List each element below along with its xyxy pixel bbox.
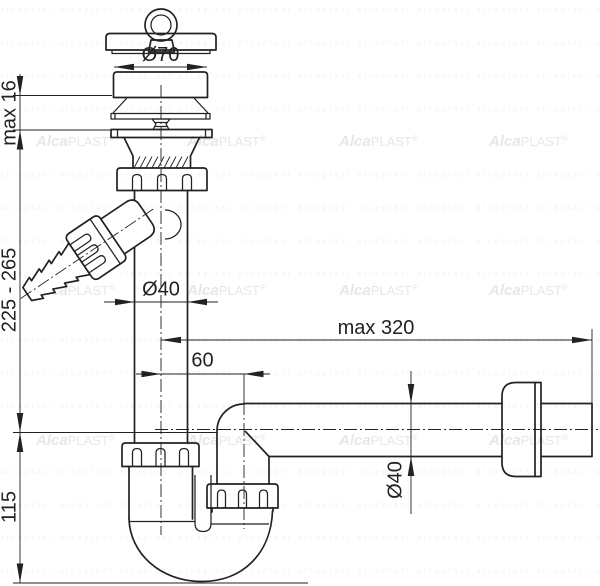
elbow-outer bbox=[216, 403, 245, 485]
micro-watermark-row: alcaplast alcaplast alcaplast alcaplast … bbox=[0, 205, 600, 212]
label-trap-depth: 115 bbox=[0, 491, 21, 523]
plug-cap bbox=[105, 32, 217, 51]
plug-cap-lip bbox=[111, 50, 211, 55]
plug-ring-outer bbox=[144, 8, 178, 42]
dimension-annotations: Ø70 max 16 225 - 265 115 Ø40 max 320 60 … bbox=[0, 44, 593, 584]
brand-watermark: AlcaPLAST® bbox=[35, 133, 115, 150]
union-nut-top-slots bbox=[131, 173, 193, 191]
micro-watermark-row: alcaplast alcaplast alcaplast alcaplast … bbox=[0, 106, 600, 113]
flange-body bbox=[112, 71, 209, 99]
connector-mouth-arc bbox=[164, 209, 182, 240]
arrowhead bbox=[407, 384, 415, 404]
arrowhead bbox=[161, 336, 181, 344]
arrowhead bbox=[16, 432, 24, 452]
trap-cup-inlet bbox=[128, 465, 194, 520]
plug-ring-inner bbox=[150, 14, 172, 36]
trap-cup-outlet bbox=[211, 507, 274, 513]
waste-flange-assembly bbox=[110, 71, 213, 192]
drain-plug bbox=[105, 8, 217, 55]
brand-watermark: AlcaPLAST® bbox=[488, 133, 568, 150]
watermark-layer: alcaplast alcaplast alcaplast alcaplast … bbox=[0, 7, 600, 575]
outlet-pipe-walls bbox=[243, 402, 593, 458]
micro-watermark-row: alcaplast alcaplast alcaplast alcaplast … bbox=[0, 271, 600, 278]
connector-axis-centerline bbox=[18, 208, 154, 301]
arrowhead bbox=[115, 298, 135, 306]
lower-plate-tabs bbox=[116, 129, 207, 138]
micro-watermark-row: alcaplast alcaplast alcaplast alcaplast … bbox=[0, 502, 600, 509]
upper-plate-tabs bbox=[114, 113, 207, 119]
washing-machine-connector bbox=[18, 199, 156, 302]
trap-nut-inlet-slots bbox=[131, 447, 190, 467]
arrowhead bbox=[244, 370, 264, 378]
arrowhead bbox=[16, 413, 24, 433]
micro-watermark-row: alcaplast alcaplast alcaplast alcaplast … bbox=[0, 40, 600, 47]
trap-inner-edges bbox=[130, 520, 269, 525]
label-inlet-pipe-diameter: Ø40 bbox=[142, 279, 180, 301]
label-stopper-diameter: Ø70 bbox=[142, 44, 180, 66]
upper-washer-plate bbox=[110, 112, 211, 120]
trap-assembly bbox=[121, 442, 279, 583]
micro-watermark-row: alcaplast alcaplast alcaplast alcaplast … bbox=[0, 238, 600, 245]
trap-nut-outlet-slots bbox=[216, 489, 269, 508]
connector-body bbox=[99, 199, 156, 256]
micro-watermark-row: alcaplast alcaplast alcaplast alcaplast … bbox=[0, 7, 600, 14]
label-inlet-height-range: 225 - 265 bbox=[0, 248, 21, 333]
arrowhead bbox=[187, 298, 207, 306]
micro-watermark-row: alcaplast alcaplast alcaplast alcaplast … bbox=[0, 370, 600, 377]
arrowhead bbox=[114, 63, 134, 71]
brand-watermark: AlcaPLAST® bbox=[488, 432, 568, 449]
arrowhead bbox=[572, 336, 592, 344]
micro-watermark-row: alcaplast alcaplast alcaplast alcaplast … bbox=[0, 337, 600, 344]
brand-watermark: AlcaPLAST® bbox=[488, 282, 568, 299]
thread-hatch bbox=[133, 156, 189, 169]
micro-watermark-row: alcaplast alcaplast alcaplast alcaplast … bbox=[0, 535, 600, 542]
micro-watermark-row: alcaplast alcaplast alcaplast alcaplast … bbox=[0, 568, 600, 575]
trap-u-bend bbox=[128, 510, 274, 583]
micro-watermark-row: alcaplast alcaplast alcaplast alcaplast … bbox=[0, 172, 600, 179]
brand-watermark: AlcaPLAST® bbox=[35, 432, 115, 449]
union-nut-top bbox=[116, 167, 208, 192]
trap-partition bbox=[194, 475, 212, 533]
brand-watermark: AlcaPLAST® bbox=[338, 432, 418, 449]
label-trap-axis-offset: 60 bbox=[191, 350, 213, 372]
brand-watermark: AlcaPLAST® bbox=[186, 282, 266, 299]
micro-watermark-row: alcaplast alcaplast alcaplast alcaplast … bbox=[0, 73, 600, 80]
micro-watermark-row: alcaplast alcaplast alcaplast alcaplast … bbox=[0, 469, 600, 476]
brand-watermark: AlcaPLAST® bbox=[338, 282, 418, 299]
arrowhead bbox=[407, 456, 415, 476]
micro-watermark-row: alcaplast alcaplast alcaplast alcaplast … bbox=[0, 403, 600, 410]
lower-washer-plate bbox=[110, 128, 213, 139]
arrowhead bbox=[141, 370, 161, 378]
arrowhead bbox=[16, 76, 24, 96]
trap-nut-outlet bbox=[206, 483, 279, 509]
arrowhead bbox=[16, 563, 24, 583]
flange-cone bbox=[112, 97, 209, 114]
arrowhead bbox=[187, 63, 207, 71]
trap-nut-inlet bbox=[121, 442, 200, 468]
label-max-outlet-reach: max 320 bbox=[338, 317, 415, 339]
arrowhead bbox=[16, 130, 24, 150]
tail-taper bbox=[123, 136, 201, 169]
label-max-sink-thickness: max 16 bbox=[0, 80, 21, 146]
label-outlet-pipe-diameter: Ø40 bbox=[385, 461, 407, 499]
centerlines bbox=[155, 85, 598, 535]
brand-watermark: AlcaPLAST® bbox=[338, 133, 418, 150]
